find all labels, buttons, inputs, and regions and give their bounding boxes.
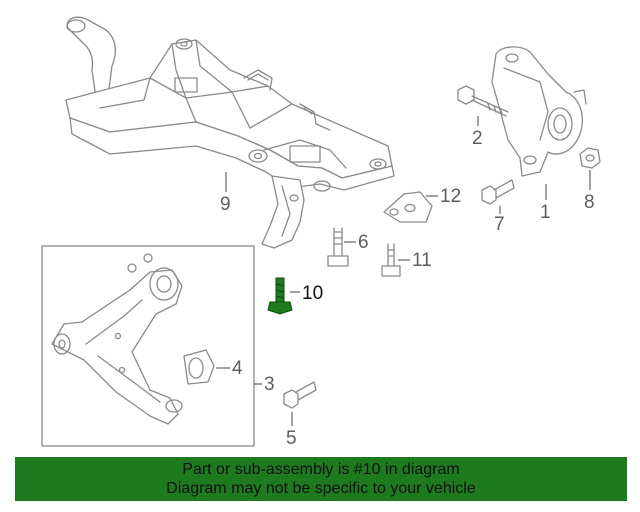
callout-10: 10 [302, 283, 323, 304]
bolt-10-drawing [267, 277, 293, 315]
bolt-5-drawing [283, 381, 317, 409]
banner-line-1: Part or sub-assembly is #10 in diagram [182, 461, 460, 478]
bolt-7-drawing [481, 179, 515, 205]
callout-7: 7 [494, 214, 505, 235]
bolt-6-drawing [327, 227, 349, 267]
callout-2: 2 [472, 128, 483, 149]
callout-6: 6 [358, 232, 369, 253]
steering-knuckle-drawing [491, 46, 587, 177]
nut-8-drawing [579, 147, 601, 169]
subframe-drawing [65, 16, 395, 249]
callout-4: 4 [232, 358, 243, 379]
callout-9: 9 [220, 194, 231, 215]
callout-1: 1 [540, 202, 551, 223]
control-arm-inset [41, 245, 255, 447]
bracket-12-drawing [383, 191, 433, 223]
callout-5: 5 [286, 428, 297, 449]
leader-lines [216, 116, 591, 426]
bolt-2-drawing [457, 85, 509, 117]
callout-12: 12 [440, 186, 461, 207]
callout-11: 11 [412, 250, 432, 271]
callout-8: 8 [584, 192, 595, 213]
info-banner: Part or sub-assembly is #10 in diagram D… [15, 457, 627, 501]
banner-line-2: Diagram may not be specific to your vehi… [166, 480, 476, 497]
bolt-11-drawing [381, 243, 401, 277]
callout-3: 3 [264, 374, 275, 395]
